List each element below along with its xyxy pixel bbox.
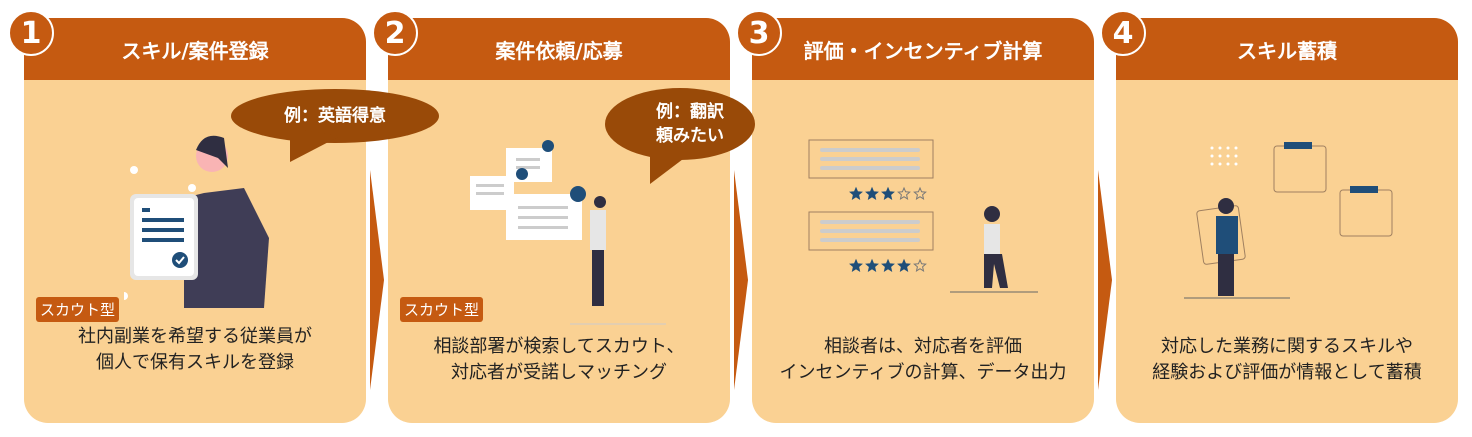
step-3-number: 3: [736, 10, 782, 56]
rating-stars-3: [849, 186, 927, 200]
step-4-panel: スキル蓄積 対応した業務に関するスキルや 経験および評価が情報として蓄積: [1116, 18, 1458, 423]
step-1-title: スキル/案件登録: [24, 18, 366, 80]
example-speech-bubble-2: 例：翻訳 頼みたい: [605, 88, 755, 186]
step-3-title: 評価・インセンティブ計算: [752, 18, 1094, 80]
step-4-number: 4: [1100, 10, 1146, 56]
person-reviewing-requests-illustration: [470, 140, 666, 325]
scout-type-badge: スカウト型: [400, 297, 484, 322]
step-2-panel: 案件依頼/応募 スカウト型 相談部署が検索してスカウト、 対応者が受諾しマッチン…: [388, 18, 730, 423]
step-4-description: 対応した業務に関するスキルや 経験および評価が情報として蓄積: [1116, 334, 1458, 386]
star-filled-icon: [849, 186, 863, 200]
step-4-title: スキル蓄積: [1116, 18, 1458, 80]
example-speech-bubble-1: 例：英語得意: [230, 88, 440, 163]
desc-line: 経験および評価が情報として蓄積: [1152, 362, 1422, 383]
rating-stars-4: [849, 258, 927, 272]
star-filled-icon: [865, 258, 879, 272]
step-1-panel: スキル/案件登録 スカウト型 社内副業を希望する従業員が 個人で保有スキルを登録: [24, 18, 366, 423]
star-empty-icon: [913, 258, 927, 272]
bubble-text: 例：英語得意: [284, 106, 386, 126]
speech-bubble-shape: [605, 88, 755, 184]
person-holding-document-illustration: [124, 135, 269, 308]
skill-accumulation-illustration: [1184, 142, 1393, 299]
desc-line: 個人で保有スキルを登録: [96, 352, 294, 373]
step-arrow-icon: [1098, 170, 1112, 390]
star-filled-icon: [865, 186, 879, 200]
desc-line: インセンティブの計算、データ出力: [779, 362, 1067, 383]
desc-line: 対応した業務に関するスキルや: [1161, 336, 1413, 357]
step-3-panel: 評価・インセンティブ計算 相談者は、対応者を評価 インセンティブの計算、データ出…: [752, 18, 1094, 423]
star-empty-icon: [913, 186, 927, 200]
desc-line: 社内副業を希望する従業員が: [78, 326, 312, 347]
star-filled-icon: [849, 258, 863, 272]
step-3-description: 相談者は、対応者を評価 インセンティブの計算、データ出力: [752, 334, 1094, 386]
step-arrow-icon: [370, 170, 384, 390]
step-2-title: 案件依頼/応募: [388, 18, 730, 80]
rating-review-illustration: [808, 139, 1038, 293]
step-1-number: 1: [8, 10, 54, 56]
star-filled-icon: [881, 186, 895, 200]
step-1-description: 社内副業を希望する従業員が 個人で保有スキルを登録: [24, 324, 366, 376]
step-arrow-icon: [734, 170, 748, 390]
step-2-description: 相談部署が検索してスカウト、 対応者が受諾しマッチング: [388, 334, 730, 386]
star-empty-icon: [897, 186, 911, 200]
scout-type-badge: スカウト型: [36, 297, 120, 322]
desc-line: 対応者が受諾しマッチング: [451, 362, 667, 383]
star-filled-icon: [881, 258, 895, 272]
star-filled-icon: [897, 258, 911, 272]
step-2-number: 2: [372, 10, 418, 56]
desc-line: 相談者は、対応者を評価: [824, 336, 1022, 357]
speech-bubble-shape: [231, 89, 439, 162]
desc-line: 相談部署が検索してスカウト、: [433, 336, 685, 357]
bubble-text: 例：翻訳 頼みたい: [656, 102, 724, 146]
